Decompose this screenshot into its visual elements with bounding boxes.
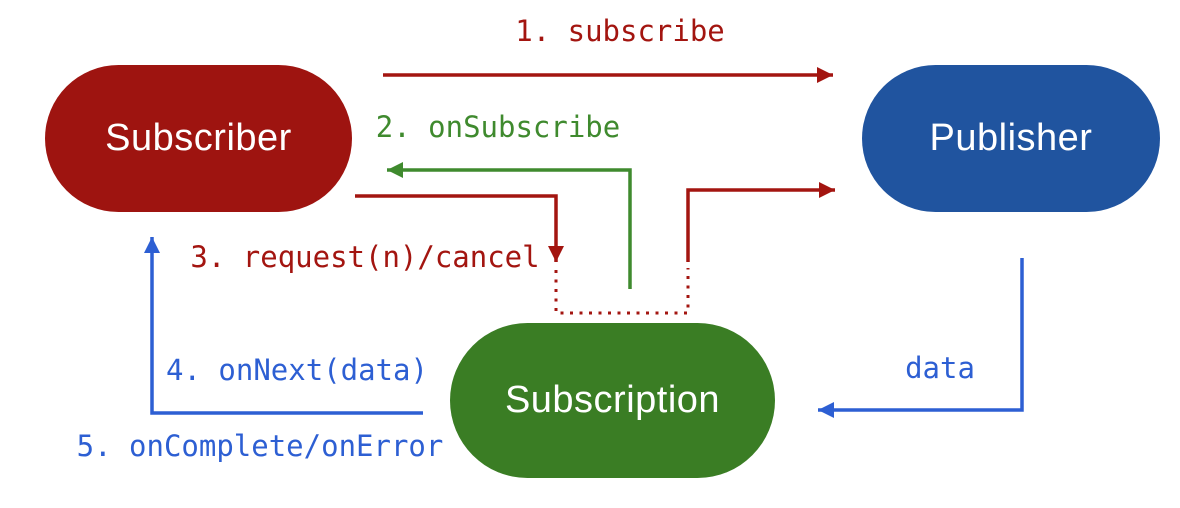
label-subscribe: 1. subscribe	[515, 14, 725, 48]
onsubscribe-arrow	[387, 162, 632, 289]
data-arrow	[818, 258, 1024, 418]
node-publisher-label: Publisher	[929, 117, 1093, 159]
request-cancel-arrow-to-subscription	[355, 194, 564, 262]
label-data: data	[905, 351, 975, 385]
label-onnext: 4. onNext(data)	[166, 353, 428, 387]
label-onsubscribe: 2. onSubscribe	[375, 110, 621, 144]
node-publisher: Publisher	[862, 65, 1160, 212]
label-request-cancel: 3. request(n)/cancel	[190, 240, 540, 274]
request-cancel-arrow-to-publisher	[686, 182, 835, 262]
request-cancel-dotted-link	[554, 268, 690, 315]
node-subscriber-label: Subscriber	[105, 117, 292, 159]
onnext-oncomplete-arrow	[144, 237, 423, 415]
node-subscriber: Subscriber	[45, 65, 352, 212]
node-subscription: Subscription	[450, 323, 775, 478]
label-oncomplete-onerror: 5. onComplete/onError	[76, 429, 444, 463]
node-subscription-label: Subscription	[504, 379, 721, 421]
